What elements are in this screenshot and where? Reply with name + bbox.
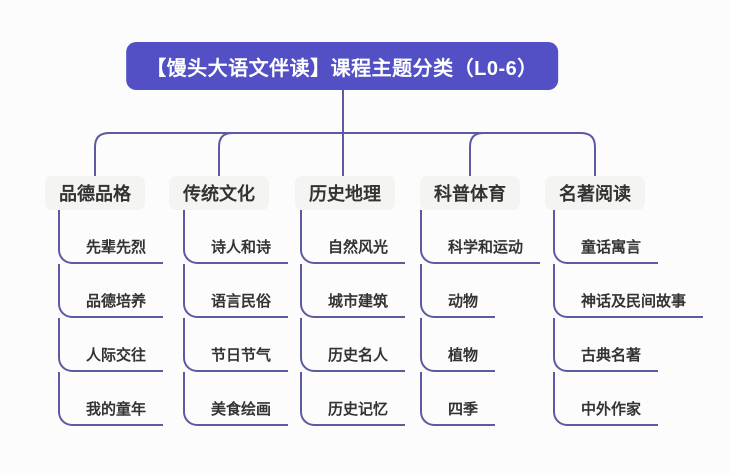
connector-drop-branch4: [469, 132, 484, 176]
leaf-label: 中外作家: [581, 401, 642, 418]
connector-drop-branch2: [218, 132, 233, 176]
leaf-node: 节日节气: [183, 318, 289, 372]
leaf-node: 神话及民间故事: [553, 264, 704, 318]
leaf-label: 节日节气: [211, 347, 272, 364]
leaf-label: 历史记忆: [328, 401, 389, 418]
branch-children-classics: 童话寓言 神话及民间故事 古典名著 中外作家: [553, 210, 704, 426]
leaf-label: 神话及民间故事: [581, 293, 687, 310]
branch-node-history-geo: 历史地理: [295, 176, 395, 210]
leaf-node: 植物: [420, 318, 496, 372]
leaf-node: 先辈先烈: [58, 210, 164, 264]
leaf-label: 童话寓言: [581, 239, 642, 256]
leaf-label: 科学和运动: [448, 239, 524, 256]
branch-label: 历史地理: [309, 184, 381, 204]
leaf-node: 我的童年: [58, 372, 164, 426]
branch-label: 科普体育: [434, 184, 506, 204]
leaf-node: 四季: [420, 372, 496, 426]
leaf-node: 语言民俗: [183, 264, 289, 318]
leaf-node: 美食绘画: [183, 372, 289, 426]
leaf-node: 科学和运动: [420, 210, 541, 264]
leaf-node: 人际交往: [58, 318, 164, 372]
branch-label: 名著阅读: [559, 184, 631, 204]
leaf-label: 人际交往: [86, 347, 147, 364]
leaf-label: 美食绘画: [211, 401, 272, 418]
leaf-node: 中外作家: [553, 372, 659, 426]
leaf-label: 品德培养: [86, 293, 147, 310]
branch-node-science-pe: 科普体育: [420, 176, 520, 210]
root-node: 【馒头大语文伴读】课程主题分类（L0-6）: [126, 42, 558, 90]
leaf-label: 语言民俗: [211, 293, 272, 310]
root-node-label: 【馒头大语文伴读】课程主题分类（L0-6）: [146, 57, 538, 80]
branch-node-tradition: 传统文化: [169, 176, 269, 210]
leaf-node: 自然风光: [300, 210, 406, 264]
leaf-label: 自然风光: [328, 239, 389, 256]
leaf-label: 先辈先烈: [86, 239, 147, 256]
branch-children-history-geo: 自然风光 城市建筑 历史名人 历史记忆: [300, 210, 406, 426]
branch-children-moral: 先辈先烈 品德培养 人际交往 我的童年: [58, 210, 164, 426]
leaf-node: 历史记忆: [300, 372, 406, 426]
leaf-label: 动物: [448, 293, 479, 310]
leaf-node: 城市建筑: [300, 264, 406, 318]
leaf-node: 诗人和诗: [183, 210, 289, 264]
leaf-node: 古典名著: [553, 318, 659, 372]
leaf-label: 四季: [448, 401, 479, 418]
leaf-label: 城市建筑: [328, 293, 389, 310]
branch-node-classics: 名著阅读: [545, 176, 645, 210]
leaf-label: 诗人和诗: [211, 239, 272, 256]
branch-node-moral: 品德品格: [45, 176, 145, 210]
leaf-node: 动物: [420, 264, 496, 318]
branch-children-tradition: 诗人和诗 语言民俗 节日节气 美食绘画: [183, 210, 289, 426]
leaf-node: 品德培养: [58, 264, 164, 318]
leaf-label: 植物: [448, 347, 479, 364]
branch-children-science-pe: 科学和运动 动物 植物 四季: [420, 210, 541, 426]
leaf-node: 历史名人: [300, 318, 406, 372]
connector-bus: [94, 132, 596, 176]
branch-label: 品德品格: [59, 184, 131, 204]
branch-label: 传统文化: [183, 184, 255, 204]
leaf-node: 童话寓言: [553, 210, 659, 264]
leaf-label: 古典名著: [581, 347, 642, 364]
leaf-label: 我的童年: [86, 401, 147, 418]
leaf-label: 历史名人: [328, 347, 389, 364]
